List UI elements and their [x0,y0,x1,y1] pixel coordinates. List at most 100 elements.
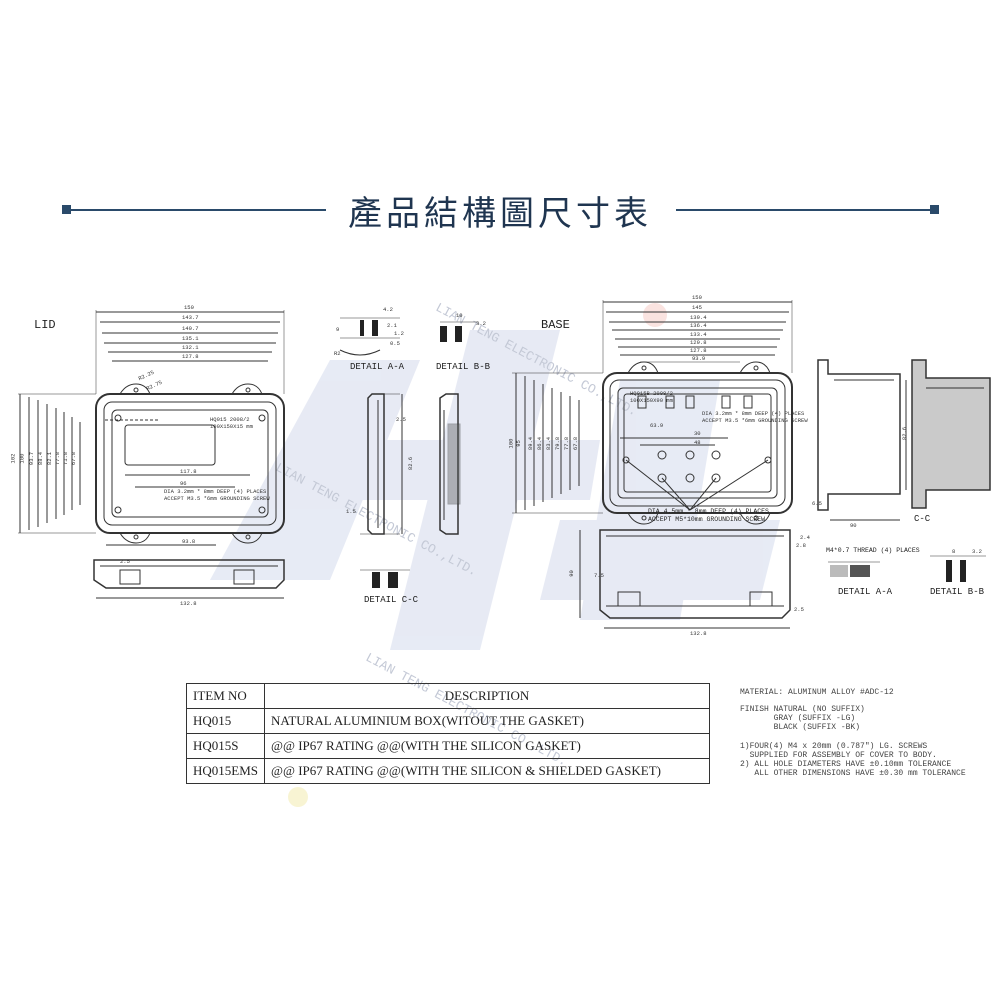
base-dim-left-6: 77.8 [563,436,571,451]
lid-dim-top-5: 127.8 [182,353,199,360]
cc-dim-s: 6.5 [812,500,822,507]
table-header-item: ITEM NO [185,683,266,709]
base-inner-dim-0: 63.9 [650,422,664,429]
base-view-label: BASE [541,318,570,332]
table-cell-desc: NATURAL ALUMINIUM BOX(WITOUT THE GASKET) [264,708,710,734]
base-side-view [579,529,791,629]
detail-bb-dim-a: 10 [456,312,463,319]
detail-aa-dim-c: 9 [336,326,340,333]
lid-dim-left-0: 102 [9,453,17,464]
base-note-line2: ACCEPT M3.5 *6mm GROUNDING SCREW [702,417,808,424]
lid-label-line2: 100X150X15 mm [210,423,253,430]
base-dim-top-4: 133.4 [690,331,707,338]
lid-dim-top-0: 150 [184,304,194,311]
base-dim-top-2: 139.4 [690,314,707,321]
lid-dim-left-1: 100 [18,453,26,464]
lid-dim-top-1: 143.7 [182,314,199,321]
table-header-desc: DESCRIPTION [264,683,710,709]
base-cc-section [817,359,991,521]
lid-dim-left-7: 67.8 [70,451,78,466]
lid-dim-left-2: 93.7 [28,451,36,466]
general-notes: 1)FOUR(4) M4 x 20mm (0.787") LG. SCREWS … [740,742,966,778]
base-side-bottom: 132.8 [690,630,707,637]
lid-note-line1: DIA 3.2mm * 8mm DEEP (4) PLACES [164,488,267,495]
detail-cc-label: DETAIL C-C [364,595,419,605]
page-title: 產品結構圖尺寸表 [348,194,652,234]
table-row: HQ015EMS @@ IP67 RATING @@(WITH THE SILI… [185,758,710,784]
base-dim-left-3: 86.4 [536,436,544,451]
header-left-line [68,209,326,211]
base-dim-left-7: 67.8 [572,436,580,451]
table-row: HQ015S @@ IP67 RATING @@(WITH THE SILICO… [185,733,710,759]
lid-inner-1: 117.8 [180,468,197,475]
base-cc-label: C-C [914,514,931,524]
base-side-c: 7.5 [594,572,604,579]
table-header-row: ITEM NO DESCRIPTION [185,683,710,709]
base-side-b: 2.8 [796,542,806,549]
lid-section-view-2 [439,393,461,535]
lid-dim-top-4: 132.1 [182,344,199,351]
header-right-dot [930,205,939,214]
lid-section-view [360,393,403,535]
lid-top-view [18,310,285,546]
lid-dim-top-2: 140.7 [182,325,199,332]
base-dim-top-5: 129.8 [690,339,707,346]
base-label-line1: HQ015B 2008/2 [630,390,673,397]
lid-dim-left-6: 71.8 [62,451,70,466]
base-dim-left-2: 89.4 [527,436,535,451]
base-dim-top-6: 127.8 [690,347,707,354]
lidside-dim-a: 2.5 [396,416,406,423]
detail-bb-dim-b: 3.2 [476,320,486,327]
base-label-line2: 100X150X90 mm [630,397,673,404]
base-dim-left-0: 100 [507,438,515,449]
header-right-line [676,209,934,211]
base-inner-dim-1: 30 [694,430,701,437]
base-detail-bb-label: DETAIL B-B [930,587,985,597]
detail-aa-dim-a: 4.2 [383,306,393,313]
table-cell-desc: @@ IP67 RATING @@(WITH THE SILICON GASKE… [264,733,710,759]
detail-cc-drawing [360,569,410,588]
bb2-dim-b: 3.2 [972,548,982,555]
lid-label-line1: HQ015 2008/2 [210,416,250,423]
item-table: ITEM NO DESCRIPTION HQ015 NATURAL ALUMIN… [185,683,710,784]
bb2-dim-a: 8 [952,548,956,555]
table-cell-item: HQ015 [185,708,266,734]
lid-dim-left-4: 82.1 [46,451,54,466]
base-detail-aa-label: DETAIL A-A [838,587,893,597]
lid-note-line2: ACCEPT M3.5 *6mm GROUNDING SCREW [164,495,270,502]
base-dim-left-4: 83.4 [545,436,553,451]
base-dim-top-7: 93.9 [692,355,706,362]
base-side-d: 2.5 [794,606,804,613]
base-detail-aa-drawing [828,561,880,577]
lid-bottom-dim: 93.8 [182,538,196,545]
thread-note: M4*0.7 THREAD (4) PLACES [826,547,920,554]
base-note2-line2: ACCEPT M5*10mm GROUNDING SCREW [648,516,766,523]
lidside-dim-b: 82.6 [407,456,415,471]
table-row: HQ015 NATURAL ALUMINIUM BOX(WITOUT THE G… [185,708,710,734]
table-cell-desc: @@ IP67 RATING @@(WITH THE SILICON & SHI… [264,758,710,784]
lidside-dim-c: 1.5 [346,508,356,515]
lid-dim-left-3: 88.4 [37,451,45,466]
detail-bb-drawing [440,321,478,342]
base-inner-dim-2: 48 [694,439,701,446]
detail-aa-dim-b: 2.1 [387,322,397,329]
lid-dim-top-3: 135.1 [182,335,199,342]
detail-bb-label: DETAIL B-B [436,362,491,372]
detail-aa-dim-d: 1.2 [394,330,404,337]
lid-side-view [93,559,285,599]
lid-inner-2: 96 [180,480,187,487]
base-dim-left-1: 95 [514,440,522,447]
base-side-height: 90 [567,570,575,577]
base-detail-bb-drawing [930,555,986,582]
detail-aa-label: DETAIL A-A [350,362,405,372]
base-note-line1: DIA 3.2mm * 8mm DEEP (4) PLACES [702,410,805,417]
cc-dim-w: 90 [850,522,857,529]
table-cell-item: HQ015EMS [185,758,266,784]
base-dim-left-5: 79.8 [554,436,562,451]
lid-side-bottom-dim: 132.8 [180,600,197,607]
detail-aa-dim-f: R2 [334,350,341,357]
table-cell-item: HQ015S [185,733,266,759]
base-dim-top-1: 145 [692,304,702,311]
detail-aa-dim-e: 0.5 [390,340,400,347]
